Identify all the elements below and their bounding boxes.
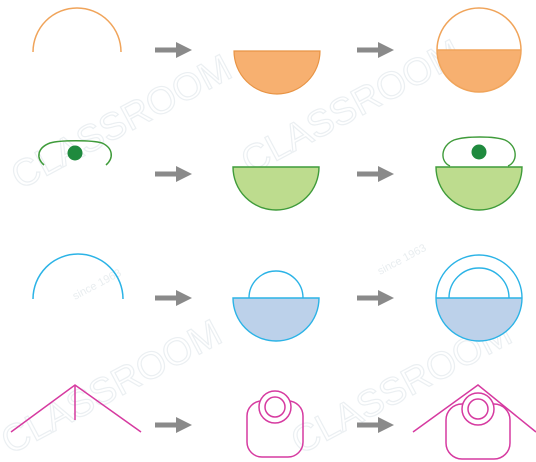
orange-circle-with-filled-half [437, 8, 521, 92]
pink-roof-over-square [413, 385, 536, 459]
blue-bowl-with-inner-arc [233, 271, 319, 341]
orange-arc [33, 8, 121, 52]
watermark: CLASSROOM CLASSROOM CLASSROOM CLASSROOM … [0, 32, 519, 462]
green-dot-2 [472, 145, 487, 160]
row-3-blue [33, 254, 522, 341]
watermark-text-3: CLASSROOM [0, 312, 229, 462]
orange-half-bowl [234, 51, 320, 94]
arrow-row2-a [155, 166, 192, 182]
row-1-orange [33, 8, 521, 94]
watermark-small-1: since 1963 [71, 267, 124, 303]
arrow-row2-b [357, 166, 394, 182]
green-bowl-with-eye [436, 137, 522, 210]
green-half-bowl [233, 167, 319, 210]
watermark-text-1: CLASSROOM [5, 47, 239, 198]
arrow-row3-a [155, 290, 192, 306]
arrow-row3-b [357, 290, 394, 306]
arrow-row4-a [155, 417, 192, 433]
watermark-small-2: since 1963 [376, 242, 429, 278]
arrow-row1-b [357, 42, 394, 58]
arrow-row1-a [155, 42, 192, 58]
blue-circle-with-inner-arc [436, 255, 522, 341]
green-dot [68, 146, 83, 161]
